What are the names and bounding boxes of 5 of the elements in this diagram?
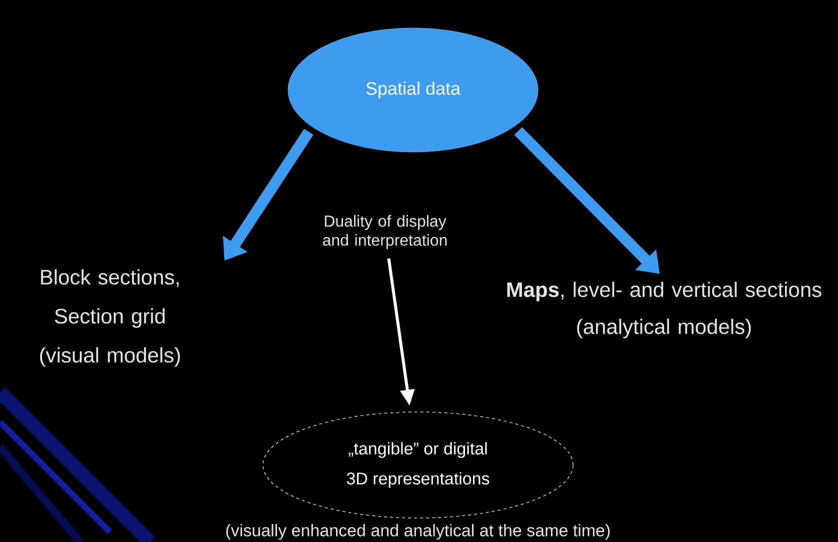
node-text: Duality of display and interpretation <box>322 215 447 249</box>
node-text: Block sections, Section grid (visual models) <box>40 269 180 367</box>
caption-text: (visually enhanced and analytical at the same time) <box>226 524 610 540</box>
node-text: Maps, level- and vertical sections (analytical models) <box>507 282 822 338</box>
ellipse-node: Spatial data <box>288 28 538 152</box>
